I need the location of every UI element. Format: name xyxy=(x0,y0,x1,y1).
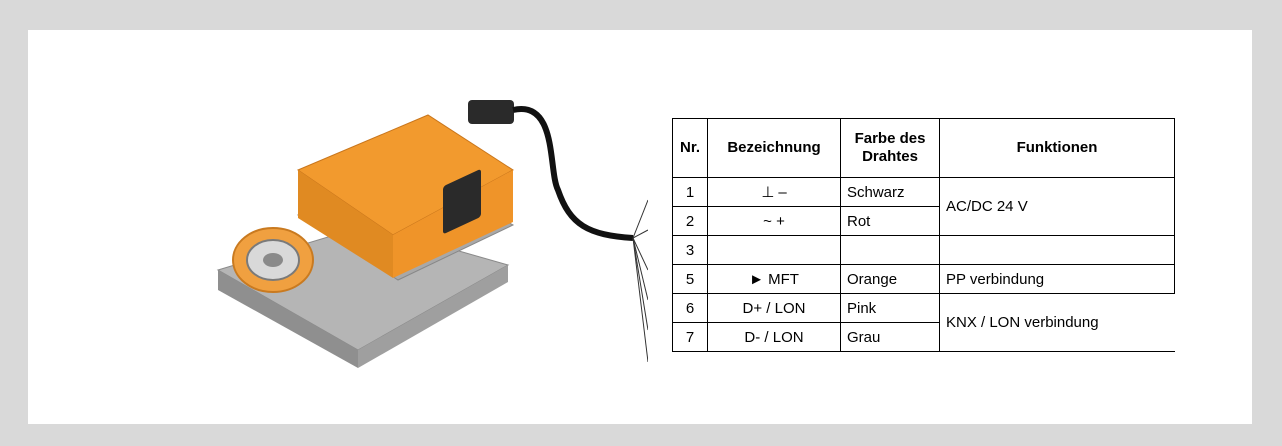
cell-nr: 3 xyxy=(672,235,708,265)
cell-bezeichnung xyxy=(707,235,841,265)
connector-block xyxy=(443,169,481,234)
cable-gland xyxy=(468,100,514,124)
base-plate-side xyxy=(218,270,358,368)
override-dial-hub xyxy=(263,253,283,267)
cell-bezeichnung: D- / LON xyxy=(707,322,841,352)
wire-fan xyxy=(632,199,648,363)
table-header-row: Nr. Bezeichnung Farbe des Drahtes Funkti… xyxy=(672,118,1175,178)
header-funktionen: Funktionen xyxy=(939,118,1175,178)
cell-farbe: Orange xyxy=(840,264,940,294)
cable xyxy=(512,106,634,241)
cell-bezeichnung: ~ + xyxy=(707,206,841,236)
cell-bezeichnung: D+ / LON xyxy=(707,293,841,323)
cell-function-empty xyxy=(939,235,1175,265)
header-farbe: Farbe des Drahtes xyxy=(840,118,940,178)
cell-farbe xyxy=(840,235,940,265)
cell-function-power: AC/DC 24 V xyxy=(939,177,1175,236)
cell-farbe: Grau xyxy=(840,322,940,352)
cell-farbe: Rot xyxy=(840,206,940,236)
cell-farbe: Pink xyxy=(840,293,940,323)
table-row: 3 xyxy=(672,235,1175,265)
cell-function-pp: PP verbindung xyxy=(939,264,1175,294)
cell-bezeichnung: ► MFT xyxy=(707,264,841,294)
cell-nr: 6 xyxy=(672,293,708,323)
header-bezeichnung: Bezeichnung xyxy=(707,118,841,178)
cell-nr: 5 xyxy=(672,264,708,294)
actuator-illustration xyxy=(216,100,648,368)
table-row: 2 ~ + Rot xyxy=(672,206,1175,236)
table-row: 1 ⊥ – Schwarz AC/DC 24 V xyxy=(672,177,1175,236)
base-plate-front xyxy=(358,265,508,368)
cell-nr: 2 xyxy=(672,206,708,236)
header-nr: Nr. xyxy=(672,118,708,178)
cell-nr: 1 xyxy=(672,177,708,207)
header-farbe-line2: Drahtes xyxy=(862,148,918,165)
cell-bezeichnung: ⊥ – xyxy=(707,177,841,207)
table-row: 6 D+ / LON Pink KNX / LON verbindung xyxy=(672,293,1175,352)
cell-function-knx: KNX / LON verbindung xyxy=(939,293,1175,352)
content-frame: Nr. Bezeichnung Farbe des Drahtes Funkti… xyxy=(28,30,1252,424)
cell-nr: 7 xyxy=(672,322,708,352)
actuator-housing-side xyxy=(298,170,393,278)
table-row: 5 ► MFT Orange PP verbindung xyxy=(672,264,1175,294)
cell-farbe: Schwarz xyxy=(840,177,940,207)
table-row: 7 D- / LON Grau xyxy=(672,322,1175,352)
wiring-table: Nr. Bezeichnung Farbe des Drahtes Funkti… xyxy=(672,118,1175,352)
header-farbe-line1: Farbe des xyxy=(854,130,926,147)
